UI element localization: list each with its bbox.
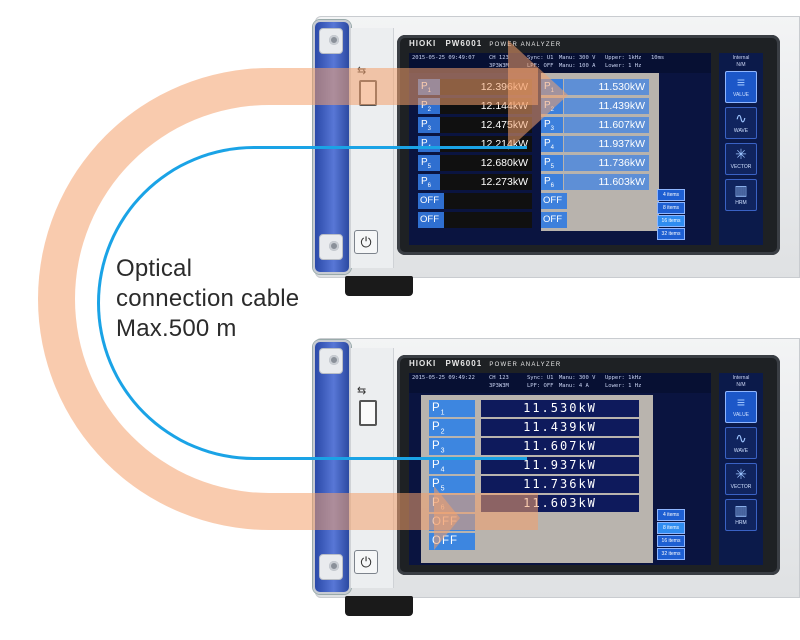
right-row-p5[interactable]: P5 11.736kW: [541, 155, 649, 171]
vector-view-button[interactable]: ✳VECTOR: [725, 463, 757, 495]
data-flow-tail-tip: [434, 486, 460, 550]
hrm-bars-icon: ▥: [734, 182, 748, 198]
right-row-off-1[interactable]: OFF: [541, 193, 649, 209]
screw-icon: [329, 35, 339, 45]
status-lower: Lower: 1 Hz: [605, 63, 642, 69]
status-interval: 10ms: [651, 55, 665, 61]
row-value: 11.439kW: [598, 100, 646, 112]
row-value: 11.937kW: [598, 138, 646, 150]
wave-icon: ∿: [735, 110, 747, 126]
wave-icon: ∿: [735, 430, 747, 446]
vector-view-button[interactable]: ✳VECTOR: [725, 143, 757, 175]
row-label: P6: [541, 174, 563, 190]
row-label: OFF: [541, 212, 567, 228]
status-upper: Upper: 1kHz: [605, 55, 642, 61]
status-lpf: LPF: OFF: [527, 383, 554, 389]
row-value: 11.736kW: [598, 157, 646, 169]
cable-caption: Optical connection cable Max.500 m: [116, 254, 376, 344]
row-value: 11.530kW: [598, 81, 646, 93]
items-16-button[interactable]: 16 items: [657, 535, 685, 547]
brand-logo: HIOKI: [409, 39, 437, 48]
row-label: OFF: [541, 193, 567, 209]
status-range-a: Manu: 100 A: [559, 63, 596, 69]
items-4-button[interactable]: 4 items: [657, 189, 685, 201]
caption-line-2: connection cable: [116, 285, 300, 312]
items-32-button[interactable]: 32 items: [657, 228, 685, 240]
status-range-v: Manu: 300 V: [559, 55, 596, 61]
power-button[interactable]: ⏻: [354, 550, 378, 574]
caption-line-3: Max.500 m: [116, 315, 237, 342]
items-8-button[interactable]: 8 items: [657, 202, 685, 214]
vector-icon: ✳: [735, 466, 747, 482]
value-view-button[interactable]: ≡VALUE: [725, 391, 757, 423]
row-off-2[interactable]: OFF: [429, 533, 641, 550]
row-value: 11.607kW: [598, 119, 646, 131]
wave-view-button[interactable]: ∿WAVE: [725, 107, 757, 139]
hrm-view-button[interactable]: ▥HRM: [725, 179, 757, 211]
status-lower: Lower: 1 Hz: [605, 383, 642, 389]
bottom-side-menu: Internal N/M ≡VALUE ∿WAVE ✳VECTOR ▥HRM 4…: [657, 373, 763, 565]
status-datetime: 2015-05-25 09:49:07: [412, 55, 475, 61]
right-row-off-2[interactable]: OFF: [541, 212, 649, 228]
items-16-button[interactable]: 16 items: [657, 215, 685, 227]
value-bar: [564, 79, 649, 95]
status-sync: Sync: U1: [527, 375, 554, 381]
value-grid-icon: ≡: [736, 74, 746, 90]
value-view-button[interactable]: ≡VALUE: [725, 71, 757, 103]
row-label: P5: [541, 155, 563, 171]
side-top-label: Internal N/M: [732, 55, 750, 68]
value-bar: [564, 117, 649, 133]
value-bar: [564, 98, 649, 114]
value-bar: [564, 155, 649, 171]
vector-icon: ✳: [735, 146, 747, 162]
top-side-menu: Internal N/M ≡VALUE ∿WAVE ✳VECTOR ▥HRM 4…: [657, 53, 763, 245]
status-range-v: Manu: 300 V: [559, 375, 596, 381]
screw-icon: [329, 561, 339, 571]
status-upper: Upper: 1kHz: [605, 375, 642, 381]
model-name: PW6001: [445, 39, 483, 48]
value-bar: [564, 136, 649, 152]
hrm-bars-icon: ▥: [734, 502, 748, 518]
value-bar: [564, 174, 649, 190]
items-4-button[interactable]: 4 items: [657, 509, 685, 521]
caption-line-1: Optical: [116, 255, 193, 282]
items-8-button[interactable]: 8 items: [657, 522, 685, 534]
handle-cap-bottom: [319, 554, 343, 580]
row-value: 11.603kW: [598, 176, 646, 188]
status-ch: CH 123: [489, 55, 509, 61]
wave-view-button[interactable]: ∿WAVE: [725, 427, 757, 459]
right-row-p6[interactable]: P6 11.603kW: [541, 174, 649, 190]
value-grid-icon: ≡: [736, 394, 746, 410]
items-32-button[interactable]: 32 items: [657, 548, 685, 560]
bottom-instrument-foot: [345, 596, 413, 616]
status-range-a: Manu: 4 A: [559, 383, 589, 389]
side-top-label: Internal N/M: [732, 375, 750, 388]
status-wiring: 3P3W3M: [489, 63, 509, 69]
handle-cap-top: [319, 28, 343, 54]
optical-cable-line: [97, 146, 527, 460]
data-flow-arrowhead: [508, 40, 568, 150]
hrm-view-button[interactable]: ▥HRM: [725, 499, 757, 531]
